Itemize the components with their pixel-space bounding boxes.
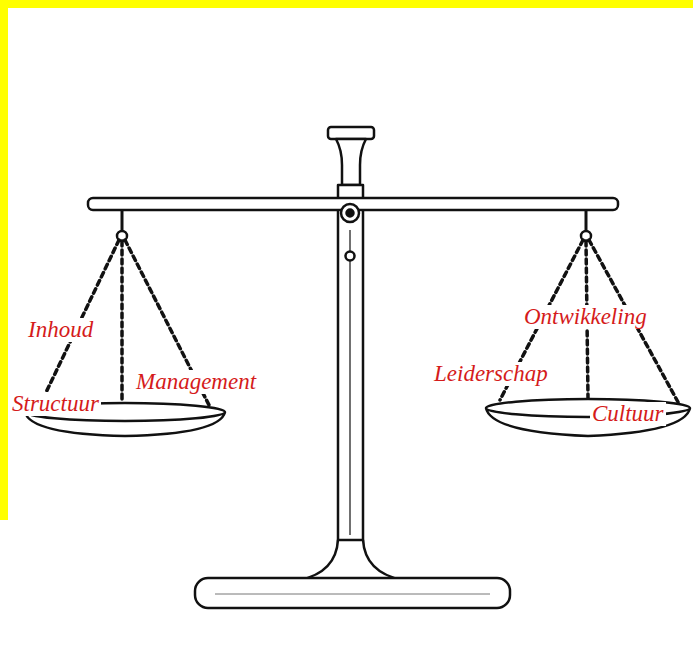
scale-label: Cultuur [590,402,666,426]
yellow-frame-top [0,0,693,8]
pole-groove [349,230,350,535]
scale-drawing [25,127,690,608]
scale-label: Leiderschap [432,362,550,386]
right-hook [585,210,588,232]
finial-neck [336,139,366,185]
left-hook [121,210,124,232]
pole [338,185,363,545]
screw [346,252,355,261]
scale-label: Management [134,370,258,394]
scale-label: Inhoud [26,318,95,342]
pivot [341,204,359,222]
scale-label: Structuur [10,392,101,416]
pivot-pin [347,210,354,217]
foot [300,540,402,580]
base-shade [215,594,490,595]
scale-label: Ontwikkeling [522,305,649,329]
yellow-frame-left [0,0,8,520]
finial-cap [328,127,374,139]
base-plate [195,578,510,608]
